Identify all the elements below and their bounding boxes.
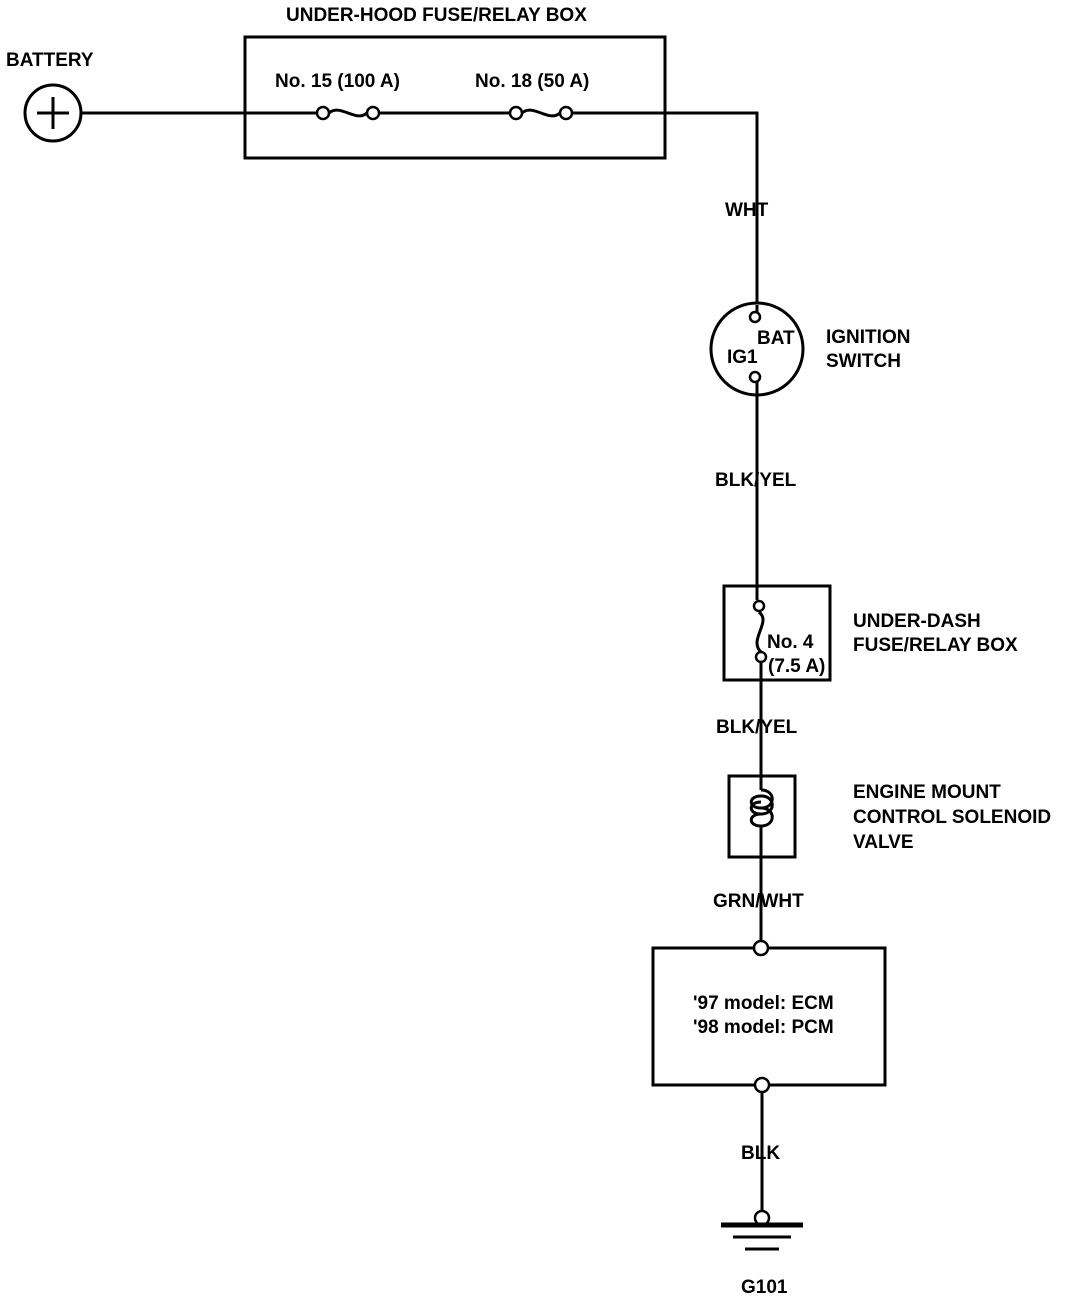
- wire-color-grn-wht: GRN/WHT: [713, 891, 804, 912]
- solenoid-label-2: CONTROL SOLENOID: [853, 807, 1051, 828]
- fuse-18-symbol: [508, 105, 574, 121]
- fuse-15-label: No. 15 (100 A): [275, 71, 400, 92]
- wire-color-blk-yel-1: BLK/YEL: [715, 470, 797, 491]
- wire-color-blk-yel-2: BLK/YEL: [716, 717, 798, 738]
- battery-label: BATTERY: [6, 50, 94, 71]
- under-dash-box-label-1: UNDER-DASH: [853, 611, 981, 632]
- module-label-97: '97 model: ECM: [693, 993, 834, 1014]
- control-module-box: [651, 946, 887, 1087]
- module-terminal-top: [752, 939, 770, 957]
- ignition-switch-label-2: SWITCH: [826, 351, 901, 372]
- module-label-98: '98 model: PCM: [693, 1017, 834, 1038]
- ignition-switch-label-1: IGNITION: [826, 327, 910, 348]
- fuse-4-label: No. 4: [767, 632, 814, 653]
- under-dash-box-label-2: FUSE/RELAY BOX: [853, 635, 1018, 656]
- ig1-terminal-label: IG1: [727, 347, 758, 368]
- solenoid-label-3: VALVE: [853, 832, 914, 853]
- coil-icon: [749, 776, 774, 857]
- wire-color-blk: BLK: [741, 1143, 780, 1164]
- fuse-4-rating: (7.5 A): [768, 656, 825, 677]
- ig1-terminal: [748, 370, 762, 384]
- module-terminal-bottom: [753, 1076, 771, 1094]
- battery-plus-icon: [23, 83, 83, 143]
- under-dash-fuse-relay-box: [722, 584, 832, 682]
- wire-battery-to-fuses: [81, 111, 759, 305]
- bat-terminal: [748, 310, 762, 324]
- ground-label: G101: [741, 1277, 788, 1298]
- under-hood-fuse-relay-box: [243, 35, 667, 160]
- bat-terminal-label: BAT: [757, 328, 795, 349]
- fuse-18-label: No. 18 (50 A): [475, 71, 589, 92]
- solenoid-label-1: ENGINE MOUNT: [853, 782, 1001, 803]
- under-hood-box-title: UNDER-HOOD FUSE/RELAY BOX: [286, 5, 587, 26]
- fuse-15-symbol: [315, 105, 381, 121]
- ground-icon: [721, 1209, 803, 1251]
- wire-color-wht: WHT: [725, 200, 769, 221]
